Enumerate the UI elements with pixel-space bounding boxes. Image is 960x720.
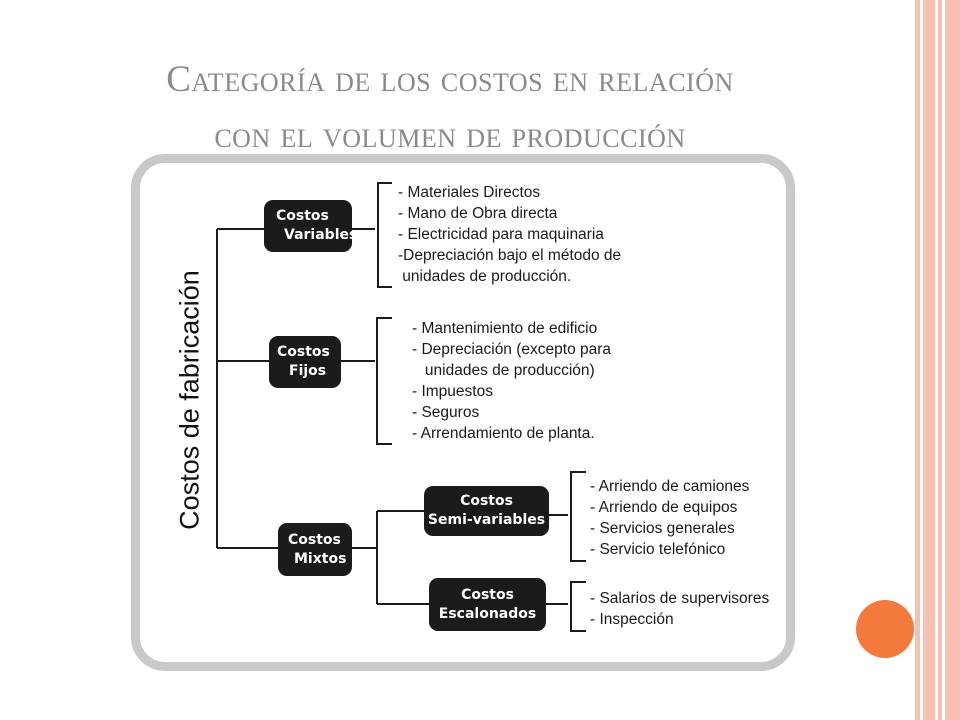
node-semivariables-line1: Costos [460, 493, 513, 509]
slide-title: Categoría de los costos en relación con … [40, 52, 860, 164]
list-item: unidades de producción) [412, 362, 595, 379]
list-item: - Electricidad para maquinaria [398, 226, 604, 243]
list-costos-variables: - Materiales Directos - Mano de Obra dir… [398, 182, 621, 287]
list-item: - Materiales Directos [398, 184, 541, 201]
node-mixtos-line2: Mixtos [294, 550, 347, 567]
list-item: - Impuestos [412, 383, 493, 400]
list-item: - Arriendo de equipos [590, 499, 738, 516]
list-costos-escalonados: - Salarios de supervisores - Inspección [590, 588, 769, 630]
decorative-stripes [915, 0, 960, 720]
node-escalonados-line2: Escalonados [438, 605, 537, 622]
orange-circle-decoration [856, 600, 914, 658]
node-variables-line1: Costos [276, 208, 329, 224]
semivariables-bracket [570, 471, 586, 562]
list-item: -Depreciación bajo el método de [398, 247, 622, 264]
list-costos-semivariables: - Arriendo de camiones - Arriendo de equ… [590, 476, 749, 560]
list-item: - Servicio telefónico [590, 541, 726, 558]
list-item: - Depreciación (excepto para [412, 341, 612, 358]
title-line-2: con el volumen de producción [214, 115, 686, 156]
node-variables-line2: Variables [284, 227, 358, 243]
list-item: - Mantenimiento de edificio [412, 320, 598, 337]
node-fijos-line1: Costos [277, 344, 330, 360]
node-costos-fijos: Costos Fijos [269, 336, 341, 388]
node-fijos-line2: Fijos [289, 363, 327, 379]
node-escalonados-line1: Costos [461, 586, 514, 603]
list-item: unidades de producción. [398, 268, 572, 285]
list-item: - Arriendo de camiones [590, 478, 750, 495]
list-item: - Salarios de supervisores [590, 590, 770, 607]
node-mixtos-line1: Costos [288, 531, 341, 548]
list-item: - Seguros [412, 404, 480, 421]
node-costos-semivariables: Costos Semi-variables [424, 486, 549, 536]
list-item: - Inspección [590, 611, 674, 628]
title-line-1: Categoría de los costos en relación [166, 59, 734, 100]
node-costos-variables: Costos Variables [264, 200, 357, 252]
node-costos-escalonados: Costos Escalonados [429, 578, 546, 631]
list-item: - Mano de Obra directa [398, 205, 558, 222]
fijos-bracket [376, 317, 392, 445]
list-costos-fijos: - Mantenimiento de edificio - Depreciaci… [412, 318, 611, 444]
root-label-costos-de-fabricacion: Costos de fabricación [174, 270, 205, 530]
variables-bracket [377, 182, 392, 288]
list-item: - Arrendamiento de planta. [412, 425, 595, 442]
node-costos-mixtos: Costos Mixtos [278, 523, 352, 576]
escalonados-bracket [570, 581, 586, 632]
list-item: - Servicios generales [590, 520, 735, 537]
node-semivariables-line2: Semi-variables [427, 512, 546, 528]
